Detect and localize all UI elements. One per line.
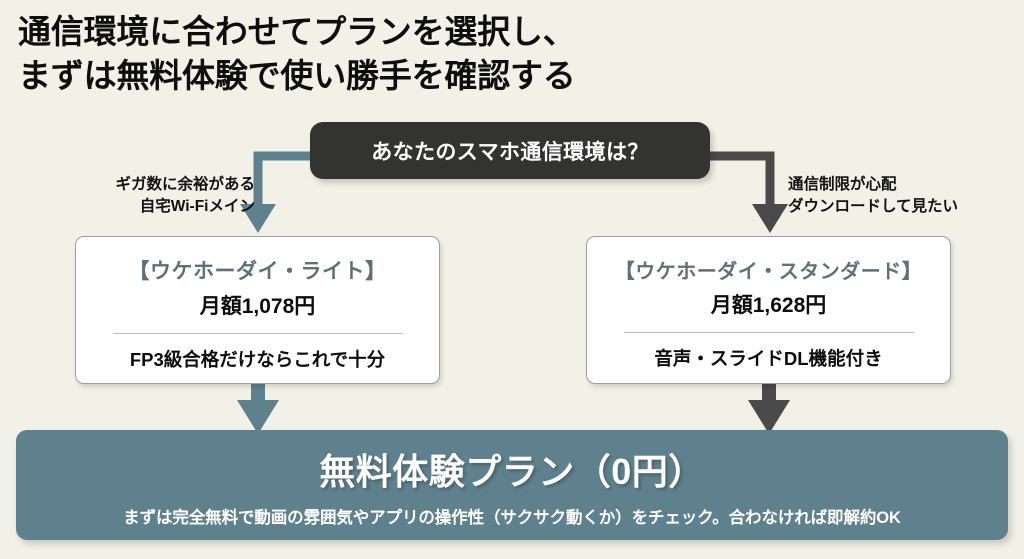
plan-card-standard[interactable]: 【ウケホーダイ・スタンダード】 月額1,628円 音声・スライドDL機能付き (586, 236, 951, 384)
free-trial-banner-title: 無料体験プラン（0円） (319, 450, 705, 492)
plan-card-standard-title: 【ウケホーダイ・スタンダード】 (614, 261, 923, 283)
connector-left (240, 151, 316, 233)
branch-label-right-line-1: 通信制限が心配 (788, 176, 897, 193)
free-trial-banner[interactable]: 無料体験プラン（0円） まずは完全無料で動画の雰囲気やアプリの操作性（サクサク動… (16, 430, 1008, 540)
branch-label-left: ギガ数に余裕がある 自宅Wi-Fiメイン (55, 174, 255, 219)
free-trial-banner-subtitle: まずは完全無料で動画の雰囲気やアプリの操作性（サクサク動くか）をチェック。合わな… (123, 508, 901, 527)
page-title-line-1: 通信環境に合わせてプランを選択し、 (18, 13, 576, 50)
connector-left-to-banner (237, 384, 279, 434)
plan-card-light-note: FP3級合格だけならこれで十分 (129, 349, 386, 370)
branch-label-right: 通信制限が心配 ダウンロードして見たい (788, 174, 1018, 219)
branch-label-left-line-1: ギガ数に余裕がある (115, 176, 255, 193)
page-title-line-2: まずは無料体験で使い勝手を確認する (18, 56, 576, 94)
plan-card-standard-note: 音声・スライドDL機能付き (654, 348, 883, 369)
connector-right-to-banner (748, 384, 790, 434)
plan-card-light-price: 月額1,078円 (199, 295, 316, 318)
plan-card-light-divider (112, 333, 403, 334)
plan-card-light-title: 【ウケホーダイ・ライト】 (128, 260, 387, 283)
branch-label-right-line-2: ダウンロードして見たい (788, 198, 959, 216)
question-label: あなたのスマホ通信環境は？ (371, 140, 649, 164)
connector-right (704, 151, 788, 233)
plan-card-standard-divider (623, 332, 914, 333)
branch-label-left-line-2: 自宅Wi-Fiメイン (139, 198, 255, 216)
plan-card-light[interactable]: 【ウケホーダイ・ライト】 月額1,078円 FP3級合格だけならこれで十分 (75, 236, 440, 384)
page-title: 通信環境に合わせてプランを選択し、 まずは無料体験で使い勝手を確認する (18, 10, 918, 97)
plan-card-standard-price: 月額1,628円 (710, 294, 827, 317)
question-node[interactable]: あなたのスマホ通信環境は？ (310, 122, 710, 179)
